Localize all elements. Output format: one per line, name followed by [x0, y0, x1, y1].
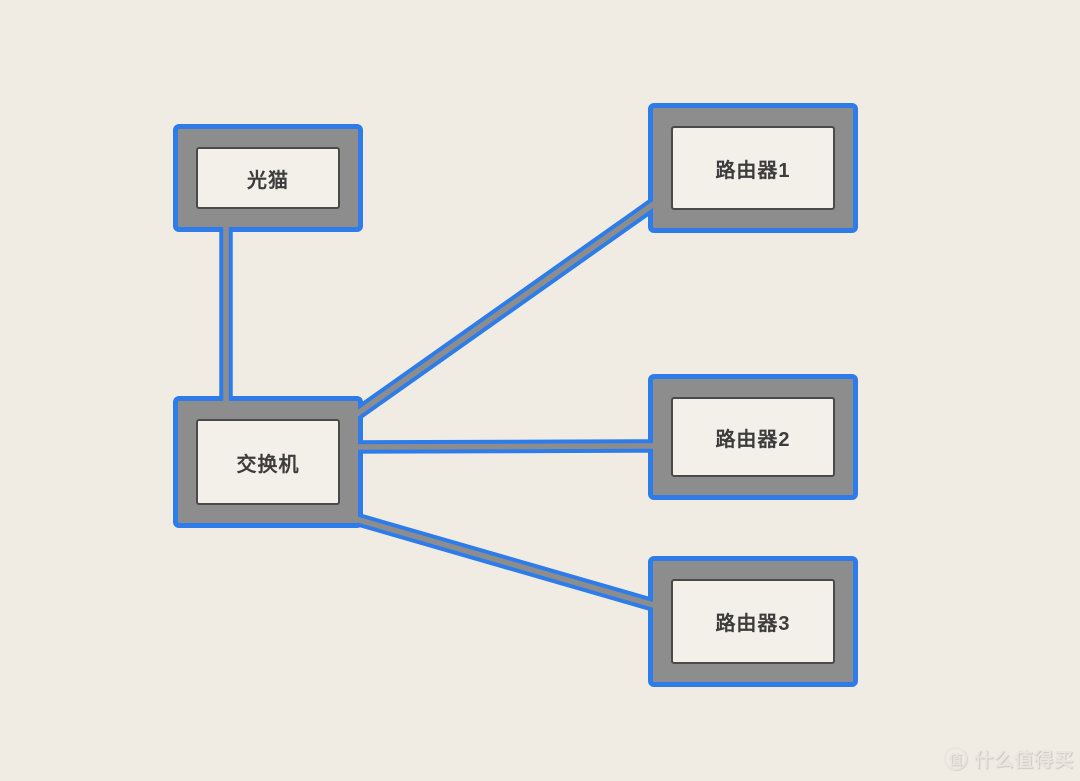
node-optical-modem: 光猫: [173, 124, 363, 232]
watermark-badge-icon: 值: [943, 747, 967, 770]
node-router-2-body: 路由器2: [671, 397, 835, 477]
watermark-text: 什么值得买: [973, 750, 1074, 771]
node-label: 路由器2: [715, 428, 791, 451]
node-router-3: 路由器3: [648, 556, 858, 687]
node-router-2: 路由器2: [648, 374, 858, 500]
node-label: 路由器1: [715, 159, 791, 182]
node-label: 交换机: [236, 453, 300, 476]
node-label: 光猫: [247, 169, 289, 192]
node-label: 路由器3: [715, 613, 791, 635]
node-switch-body: 交换机: [196, 419, 340, 505]
node-router-1-body: 路由器1: [671, 126, 835, 210]
node-router-1: 路由器1: [648, 103, 858, 233]
node-switch: 交换机: [173, 396, 363, 528]
watermark: 值 什么值得买: [943, 745, 1074, 772]
node-optical-modem-body: 光猫: [196, 147, 340, 209]
node-router-3-body: 路由器3: [671, 579, 835, 664]
